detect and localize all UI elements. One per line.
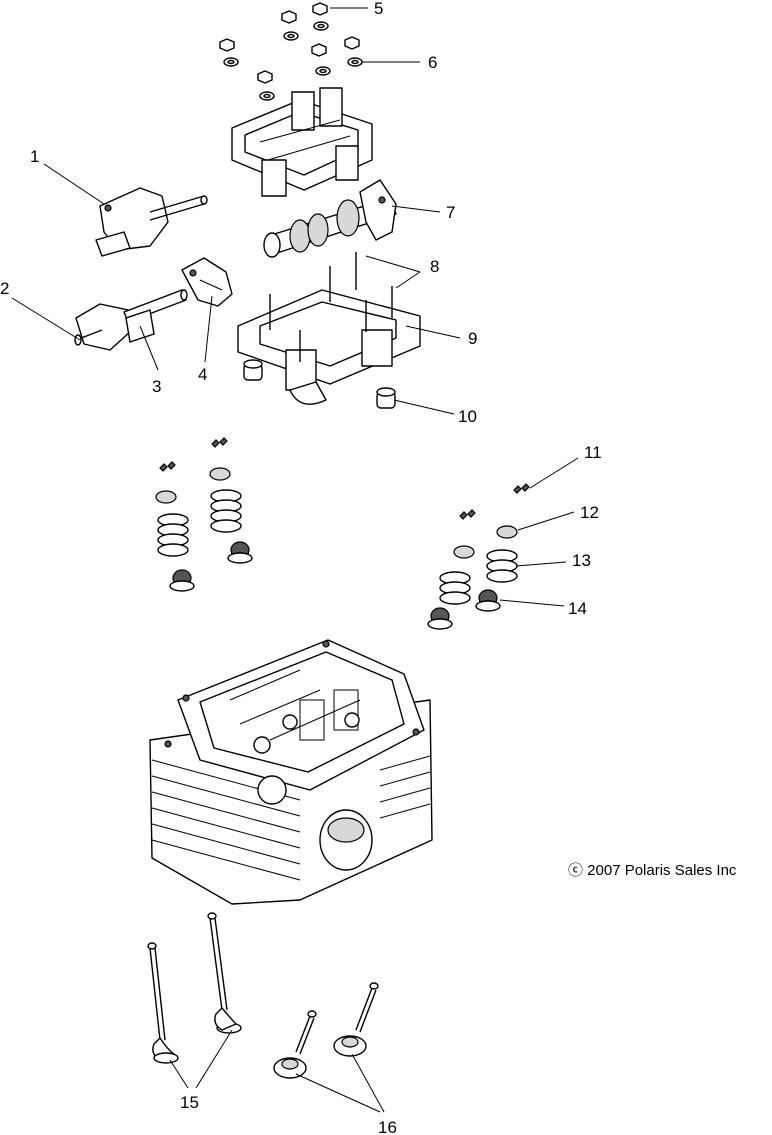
- callout-10: 10: [458, 407, 477, 426]
- leader-lines: [11, 7, 579, 1113]
- callout-11: 11: [584, 443, 602, 462]
- valves-intake: [147, 912, 242, 1064]
- callout-8: 8: [430, 257, 439, 276]
- rocker-shaft-3: [123, 289, 188, 343]
- cam-carrier-lower: [237, 252, 421, 405]
- dowel-pins: [243, 359, 396, 409]
- rocker-arm-1: [95, 187, 208, 257]
- callout-labels: 1 2 3 4 5 6 7 8 9 10 11 12 13 14 15 16: [0, 0, 602, 1135]
- cam-carrier-upper: [231, 87, 373, 197]
- callout-9: 9: [468, 329, 477, 348]
- callout-6: 6: [428, 53, 437, 72]
- callout-2: 2: [0, 279, 9, 298]
- callout-13: 13: [572, 551, 591, 570]
- callout-1: 1: [30, 147, 39, 166]
- copyright-notice: ⓒ 2007 Polaris Sales Inc: [568, 862, 737, 879]
- nuts-and-washers: [219, 2, 363, 101]
- callout-12: 12: [580, 503, 599, 522]
- callout-14: 14: [568, 599, 587, 618]
- rocker-arm-2: [74, 303, 133, 351]
- valve-springs-left: [155, 437, 253, 592]
- rocker-arm-4: [181, 257, 233, 307]
- callout-7: 7: [446, 203, 455, 222]
- cylinder-head: [149, 639, 433, 905]
- callout-15: 15: [180, 1093, 199, 1112]
- callout-5: 5: [374, 0, 383, 18]
- valves-exhaust: [273, 982, 379, 1079]
- callout-4: 4: [198, 365, 207, 384]
- valve-springs-right: [427, 483, 530, 630]
- callout-16: 16: [378, 1118, 397, 1135]
- camshaft: [263, 179, 397, 258]
- callout-3: 3: [152, 377, 161, 396]
